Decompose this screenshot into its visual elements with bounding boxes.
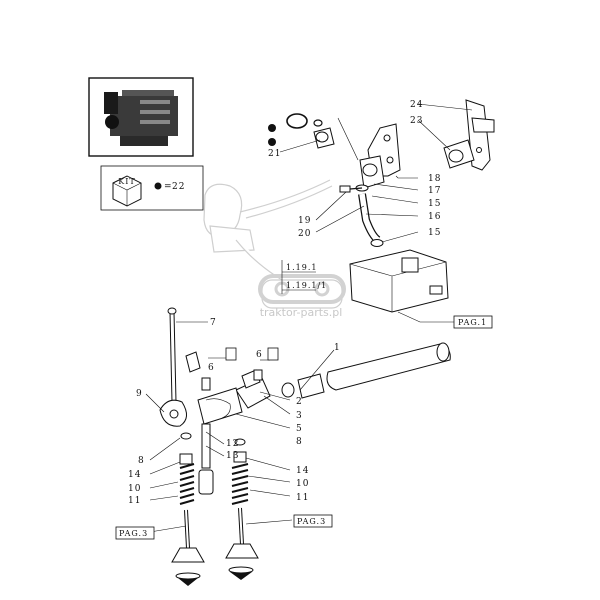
callout-23: 23 xyxy=(410,116,423,126)
callout-7: 7 xyxy=(210,318,217,328)
callout-10-right: 10 xyxy=(296,479,309,489)
callout-14-right: 14 xyxy=(296,466,309,476)
page-ref-pag3-right[interactable]: PAG.3 xyxy=(297,517,326,526)
callout-17: 17 xyxy=(428,186,441,196)
ref-link-1-19-1[interactable]: 1.19.1 xyxy=(286,263,317,272)
page-ref-pag3-right-box[interactable] xyxy=(293,514,333,528)
reference-boxes: 1.19.1 1.19.1/1 PAG.1 PAG.3 PAG.3 xyxy=(115,260,493,540)
engine-thumbnail xyxy=(88,77,194,157)
callout-5: 5 xyxy=(296,424,303,434)
callout-19: 19 xyxy=(298,216,311,226)
watermark-text: traktor-parts.pl xyxy=(260,306,343,319)
page-ref-pag1-box[interactable] xyxy=(453,315,493,329)
kit-number: 22 xyxy=(172,182,185,192)
callout-2: 2 xyxy=(296,397,303,407)
callout-20: 20 xyxy=(298,229,311,239)
page-ref-pag3-left[interactable]: PAG.3 xyxy=(119,529,148,538)
watermark: traktor-parts.pl xyxy=(258,274,346,319)
callout-18: 18 xyxy=(428,174,441,184)
callout-21: 21 xyxy=(268,149,281,159)
callout-11-right: 11 xyxy=(296,493,309,503)
callout-3: 3 xyxy=(296,411,303,421)
callout-10-left: 10 xyxy=(128,484,141,494)
callout-labels: 24 23 21 18 17 15 16 15 19 20 7 1 6 6 4 … xyxy=(128,100,441,506)
callout-8-right: 8 xyxy=(296,437,303,447)
callout-15-lower: 15 xyxy=(428,228,441,238)
callout-6-left: 6 xyxy=(208,363,215,373)
ref-box-4-left xyxy=(225,347,237,361)
callout-6-right: 6 xyxy=(256,350,263,360)
upper-assembly xyxy=(268,99,495,313)
kit-equals: = xyxy=(164,182,173,192)
leader-lines xyxy=(145,103,473,533)
callout-15-upper: 15 xyxy=(428,199,441,209)
callout-13: 13 xyxy=(226,451,239,461)
kit-bullet-icon xyxy=(154,182,162,190)
callout-16: 16 xyxy=(428,212,441,222)
callout-9: 9 xyxy=(136,389,143,399)
lower-assembly xyxy=(159,307,451,586)
page-ref-pag1[interactable]: PAG.1 xyxy=(458,318,487,327)
callout-24: 24 xyxy=(410,100,423,110)
page-ref-pag3-left-box[interactable] xyxy=(115,526,155,540)
callout-12: 12 xyxy=(226,439,239,449)
callout-14-left: 14 xyxy=(128,470,141,480)
ref-box-4-right xyxy=(267,347,279,361)
kit-title: KIT xyxy=(118,177,135,186)
kit-legend: KIT = 22 xyxy=(100,165,204,211)
ref-link-1-19-1-1[interactable]: 1.19.1/1 xyxy=(286,281,327,290)
callout-11-left: 11 xyxy=(128,496,141,506)
callout-1: 1 xyxy=(334,343,341,353)
callout-8-left: 8 xyxy=(138,456,145,466)
